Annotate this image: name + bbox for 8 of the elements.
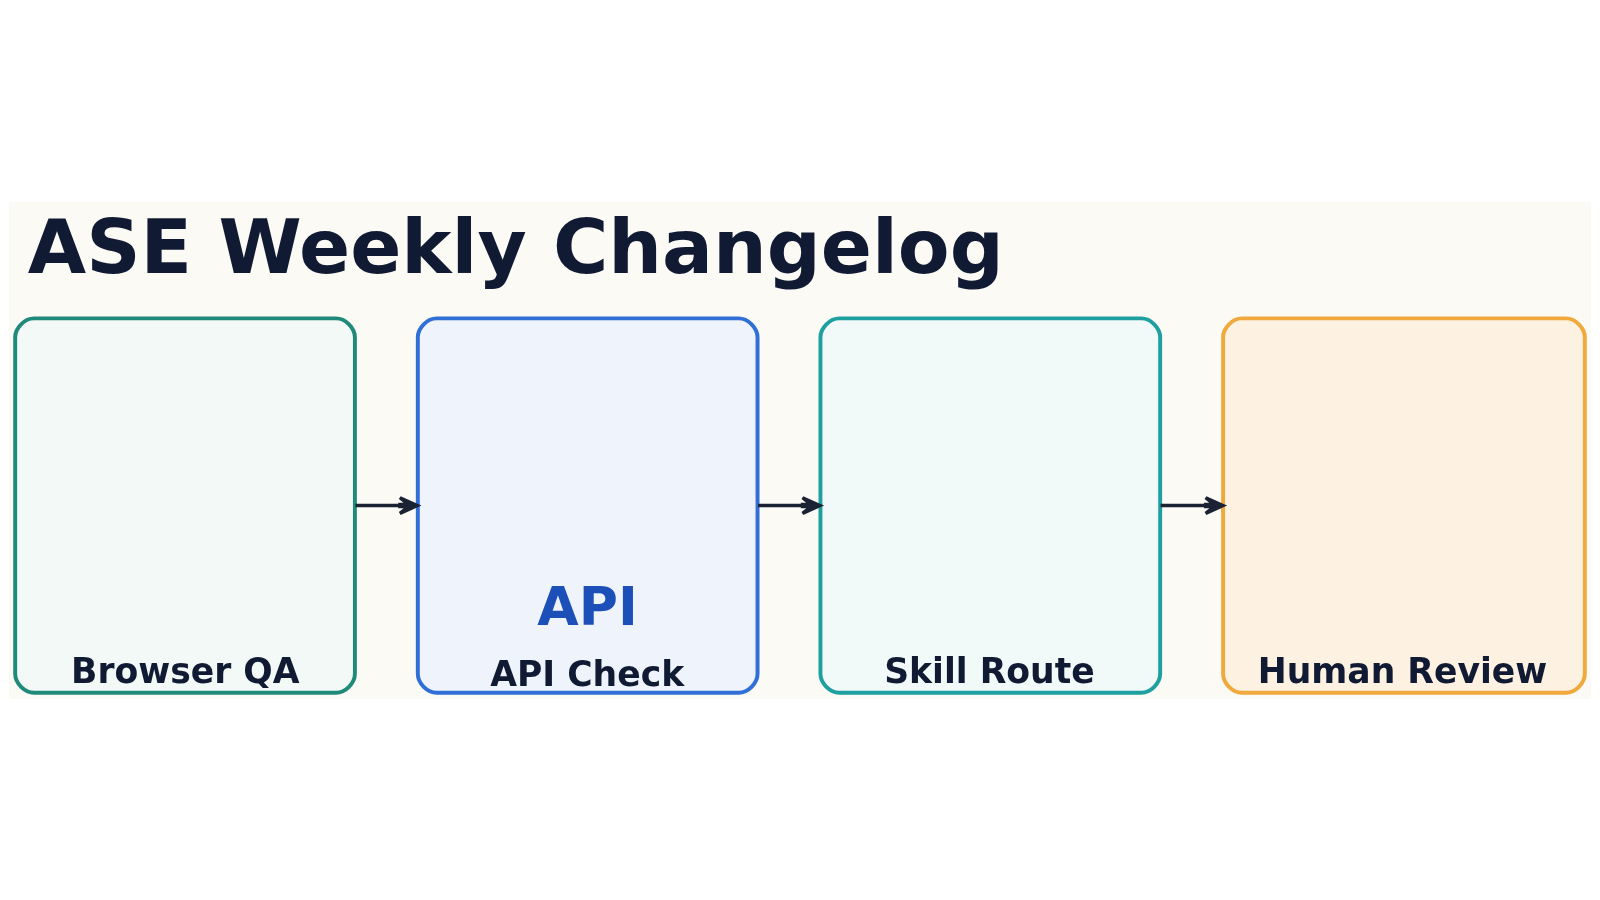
diagram-title: ASE Weekly Changelog (27, 202, 1004, 291)
node-box: Human Review (1221, 315, 1587, 695)
node-box: Browser QA (13, 315, 357, 695)
arrow (1160, 495, 1225, 515)
arrow (355, 495, 419, 515)
node-box: API API Check (415, 315, 760, 695)
node-box: Skill Route (818, 315, 1163, 695)
arrow (758, 495, 822, 515)
